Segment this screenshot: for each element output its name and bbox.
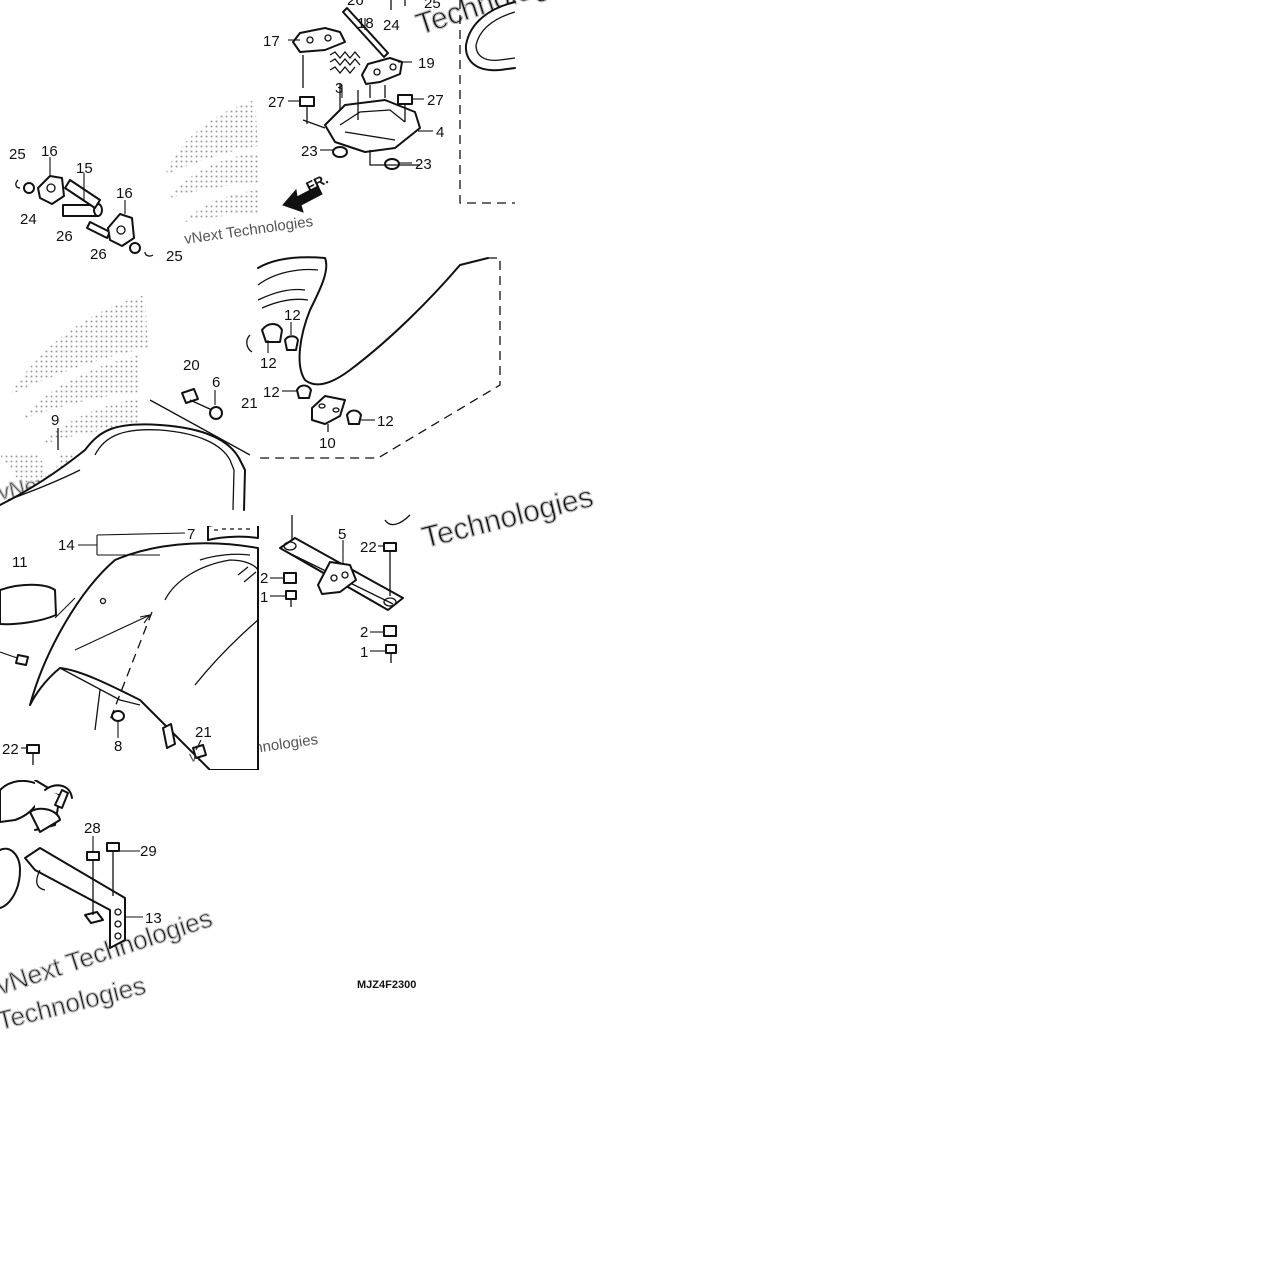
callout-27: 27 [268, 94, 285, 111]
callout-1: 1 [260, 589, 268, 606]
seat-bracket-5-assembly [279, 514, 411, 663]
callout-11: 11 [12, 554, 28, 571]
callout-21: 21 [241, 395, 258, 412]
callout-17: 17 [263, 33, 280, 50]
callout-labels: 26 18 24 25 17 19 3 27 27 4 23 23 25 16 … [2, 0, 444, 927]
callout-12: 12 [260, 355, 277, 372]
callout-26: 26 [90, 246, 107, 263]
callout-16: 16 [116, 185, 133, 202]
callout-15: 15 [76, 160, 93, 177]
callout-2: 2 [360, 624, 368, 641]
callout-12: 12 [263, 384, 280, 401]
callout-2: 2 [260, 570, 268, 587]
wing-logo-watermark-upper [165, 100, 258, 222]
callout-16: 16 [41, 143, 58, 160]
callout-24: 24 [383, 17, 400, 34]
callout-25: 25 [166, 248, 183, 265]
watermark-text: Technologies [419, 480, 597, 554]
rear-cowl-assembly [0, 521, 259, 771]
callout-12: 12 [284, 307, 301, 324]
callout-21: 21 [195, 724, 212, 741]
callout-1: 1 [360, 644, 368, 661]
callout-4: 4 [436, 124, 444, 141]
callout-5: 5 [338, 526, 346, 543]
callout-10: 10 [319, 435, 336, 452]
callout-25: 25 [424, 0, 441, 12]
callout-13: 13 [145, 910, 162, 927]
callout-26: 26 [347, 0, 364, 9]
callout-6: 6 [212, 374, 220, 391]
callout-leaders [21, 18, 433, 918]
section-gaps [0, 242, 528, 780]
callout-24: 24 [20, 211, 37, 228]
callout-22: 22 [360, 539, 377, 556]
callout-25: 25 [9, 146, 26, 163]
callout-20: 20 [183, 357, 200, 374]
diagram-code: MJZ4F2300 [357, 979, 416, 991]
callout-23: 23 [301, 143, 318, 160]
callout-22: 22 [2, 741, 19, 758]
callout-27: 27 [427, 92, 444, 109]
callout-26: 26 [56, 228, 73, 245]
callout-18: 18 [357, 15, 374, 32]
callout-28: 28 [84, 820, 101, 837]
callout-8: 8 [114, 738, 122, 755]
callout-19: 19 [418, 55, 435, 72]
callout-29: 29 [140, 843, 157, 860]
callout-9: 9 [51, 412, 59, 429]
callout-12: 12 [377, 413, 394, 430]
seat-9-assembly [0, 388, 251, 511]
front-direction-arrow [282, 185, 323, 213]
seat-hinge-assembly: FR. [282, 0, 516, 213]
callout-3: 3 [335, 80, 343, 97]
seat-10-assembly [246, 256, 501, 459]
bracket-13-assembly [0, 779, 126, 949]
callout-23: 23 [415, 156, 432, 173]
hinge-pin-set [15, 175, 154, 257]
callout-14: 14 [58, 537, 75, 554]
callout-7: 7 [187, 526, 195, 543]
